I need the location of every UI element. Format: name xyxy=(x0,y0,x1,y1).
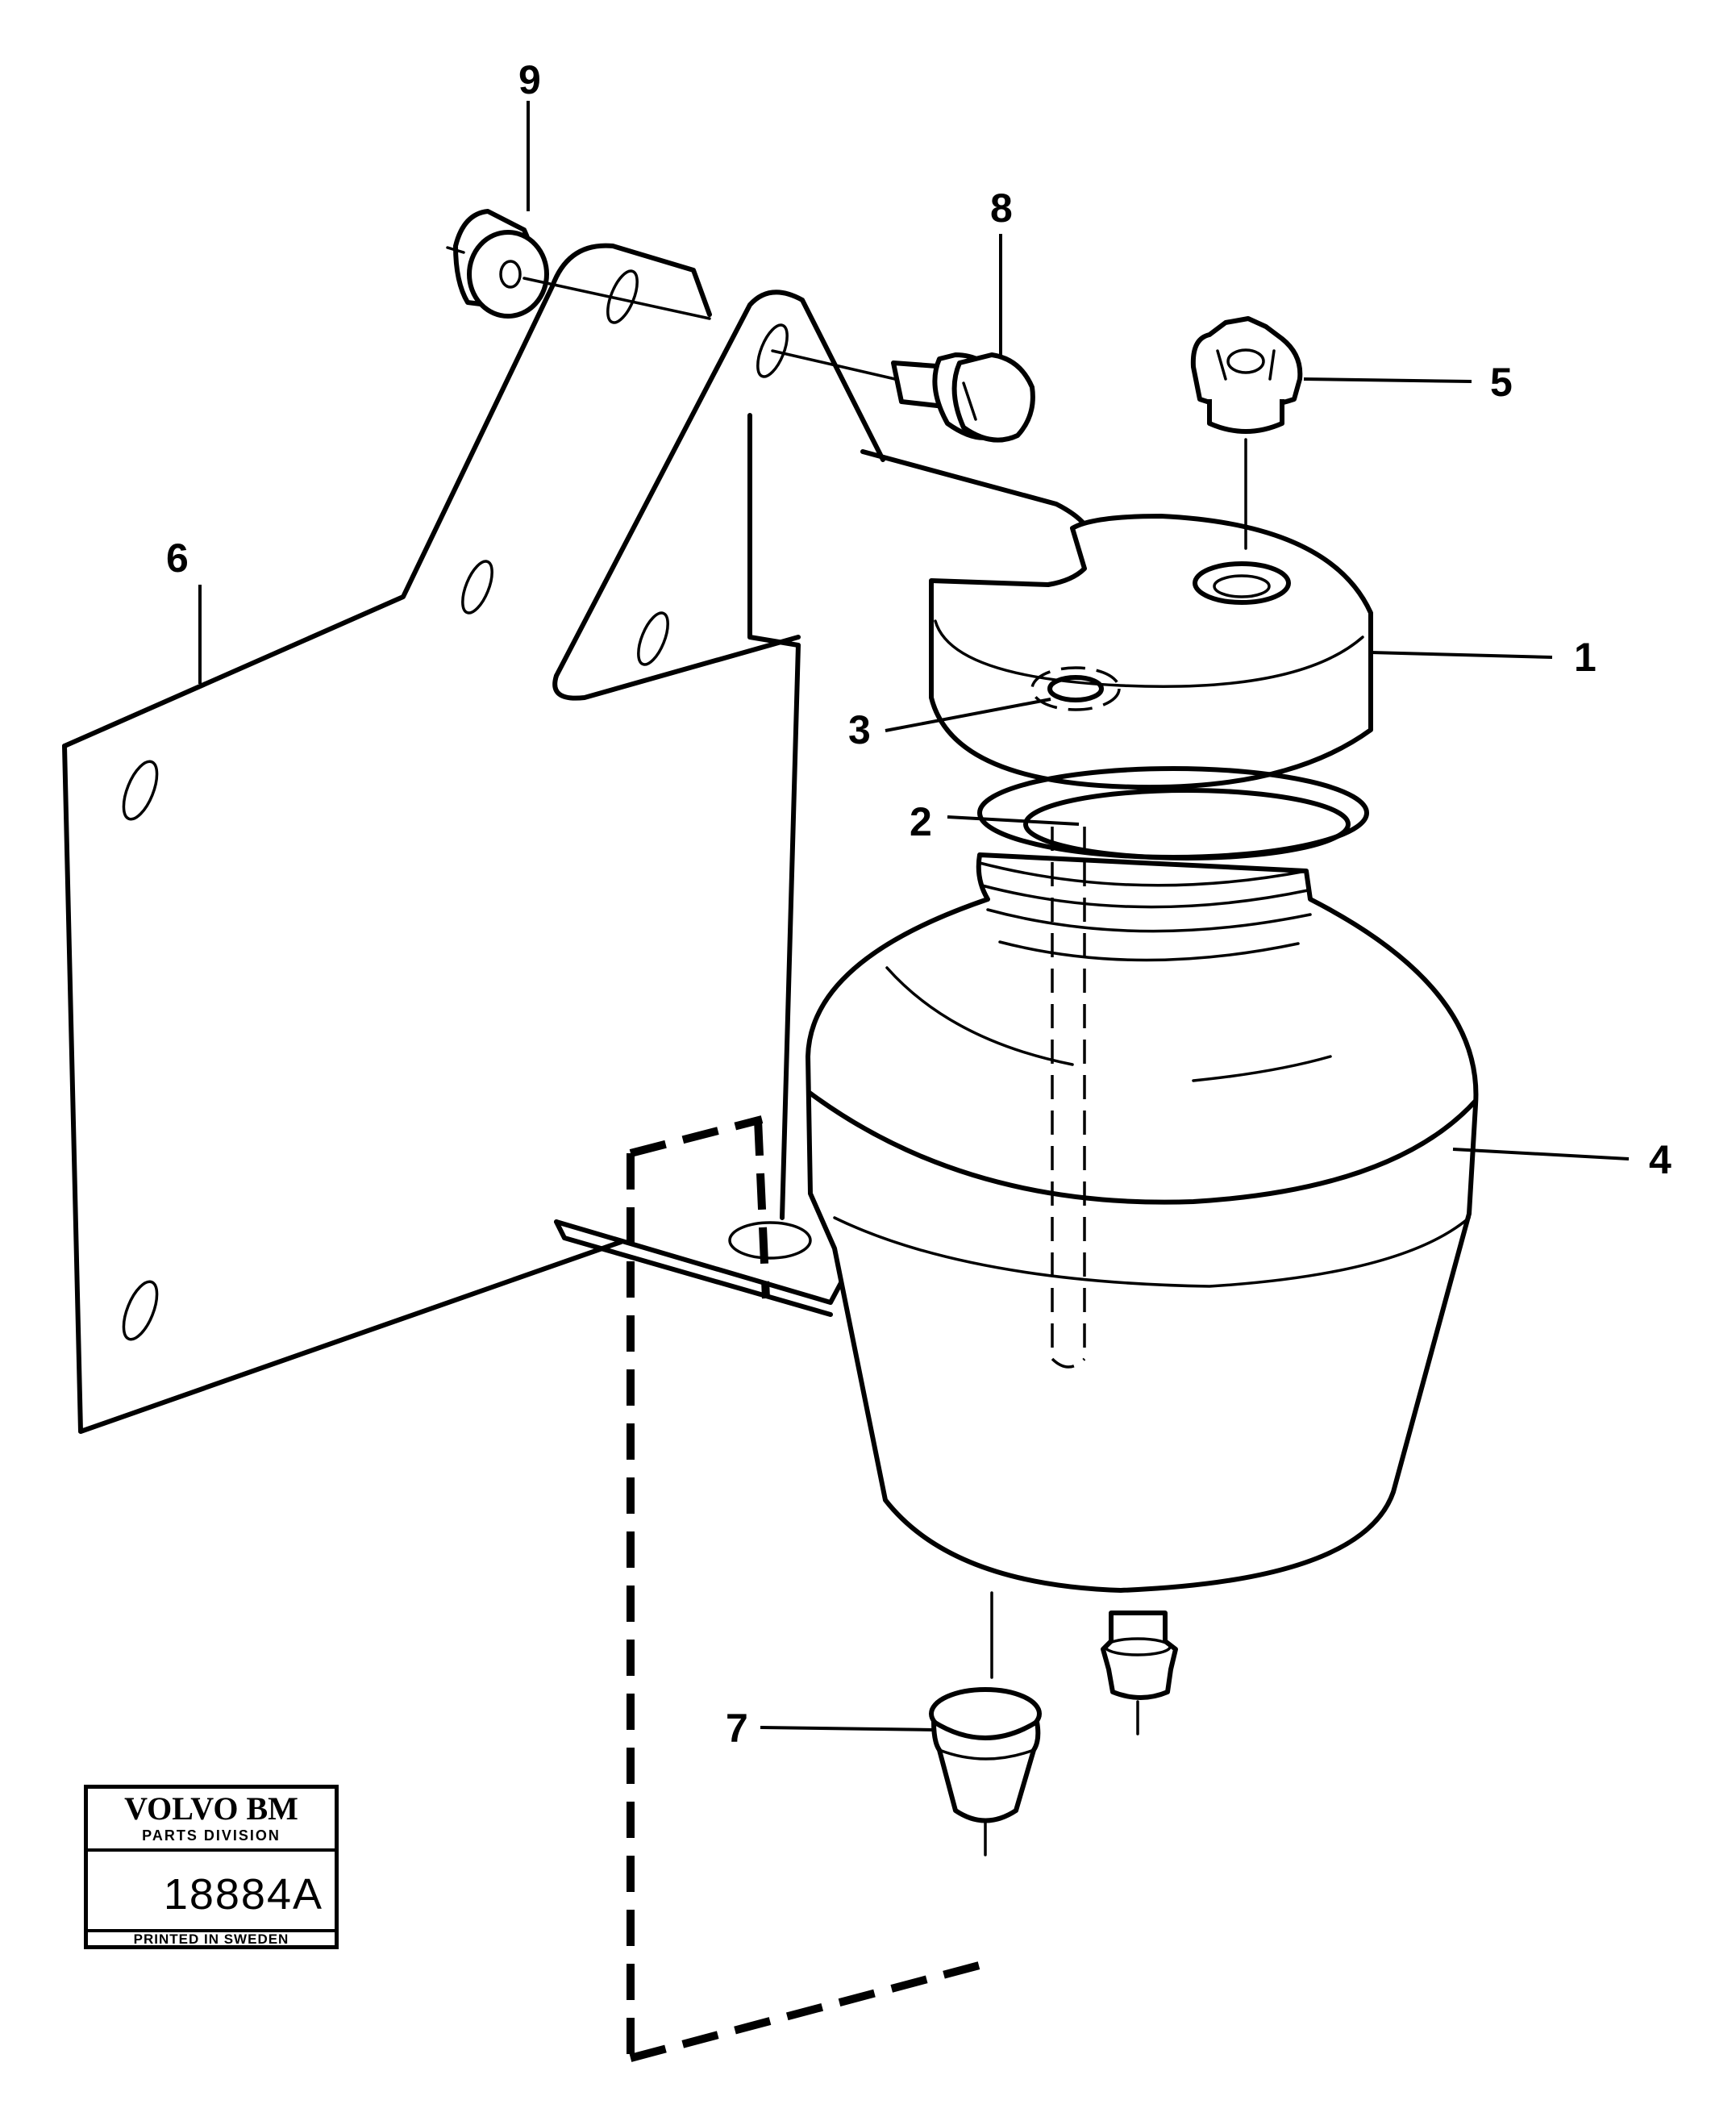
stamp-divider xyxy=(88,1848,335,1852)
flange-bolt-part-8 xyxy=(771,349,1035,443)
rubber-plug-part-7 xyxy=(929,1687,1042,1856)
callout-labels: 9 8 5 6 1 3 2 4 7 xyxy=(166,57,1671,1751)
hidden-panel-outline xyxy=(627,1115,987,2062)
callout-label-4: 4 xyxy=(1649,1137,1671,1182)
callout-label-8: 8 xyxy=(990,185,1013,231)
callout-label-7: 7 xyxy=(726,1706,748,1751)
callout-label-1: 1 xyxy=(1574,635,1597,680)
reservoir-tank-part-4 xyxy=(806,827,1479,1736)
leader-lines xyxy=(198,101,1630,1731)
mounting-plate-part-6 xyxy=(62,243,712,1434)
stamp-divider xyxy=(88,1929,335,1932)
stamp-drawing-number: 18884A xyxy=(163,1870,323,1919)
callout-label-9: 9 xyxy=(518,57,541,102)
stamp-division: PARTS DIVISION xyxy=(142,1827,281,1844)
callout-label-6: 6 xyxy=(166,535,189,581)
callout-label-3: 3 xyxy=(848,707,871,752)
tank-bracket xyxy=(552,290,1097,1317)
callout-label-2: 2 xyxy=(910,799,932,844)
parts-division-stamp: VOLVO BM PARTS DIVISION 18884A PRINTED I… xyxy=(84,1785,339,1949)
stamp-printed-in: PRINTED IN SWEDEN xyxy=(133,1931,289,1947)
stamp-brand: VOLVO BM xyxy=(124,1790,298,1827)
callout-label-5: 5 xyxy=(1490,360,1513,405)
tank-cap-part-1 xyxy=(929,514,1373,790)
flange-nut-part-9 xyxy=(446,209,711,320)
filler-plug-part-5 xyxy=(1190,316,1303,550)
seal-ring-part-2 xyxy=(977,766,1369,860)
